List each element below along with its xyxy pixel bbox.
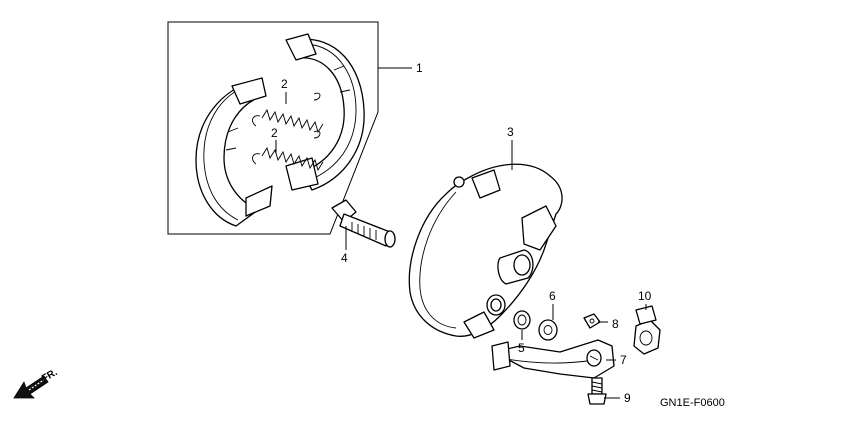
- brake-shoe-left: [195, 77, 273, 227]
- spring-upper: [252, 92, 324, 134]
- callout-1: 1: [416, 61, 423, 75]
- shoe-set-frame: [167, 21, 379, 235]
- dust-seal: [513, 310, 531, 330]
- callout-2-lower: 2: [271, 126, 278, 140]
- callout-5: 5: [518, 341, 525, 355]
- brake-shoe-right: [285, 33, 365, 191]
- callout-7: 7: [620, 353, 627, 367]
- wear-indicator: [583, 313, 601, 329]
- callout-3: 3: [507, 125, 514, 139]
- bolt: [587, 377, 607, 405]
- nut: [633, 305, 661, 355]
- callout-6: 6: [549, 289, 556, 303]
- figure-code: GN1E-F0600: [660, 397, 725, 409]
- brake-arm: [491, 339, 615, 379]
- direction-label: FR.: [40, 367, 60, 385]
- callout-2-upper: 2: [281, 77, 288, 91]
- brake-cam: [331, 199, 396, 248]
- callout-8: 8: [612, 317, 619, 331]
- callout-4: 4: [341, 251, 348, 265]
- brake-panel: [408, 163, 563, 339]
- callout-10: 10: [638, 289, 652, 303]
- washer: [538, 319, 558, 341]
- spring-lower: [252, 130, 324, 172]
- callout-9: 9: [624, 391, 631, 405]
- front-direction-arrow-icon: [13, 375, 49, 399]
